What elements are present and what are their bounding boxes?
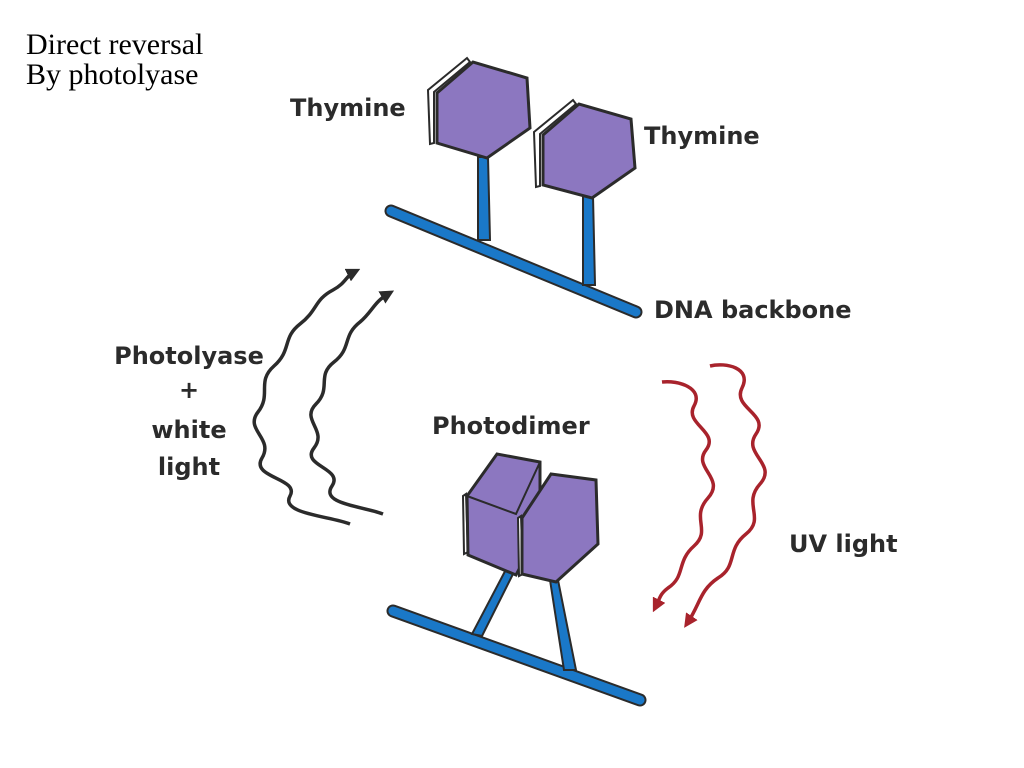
white-label: white: [151, 416, 226, 444]
thymine-right-label: Thymine: [644, 122, 760, 150]
dna-backbone-label: DNA backbone: [654, 296, 852, 324]
photodimer-group: Photodimer: [386, 412, 647, 707]
uv-light-label: UV light: [789, 530, 898, 558]
thymine-right-stalk: [582, 195, 597, 286]
top-dna-backbone-fill: [386, 206, 641, 317]
photodimer-left-ridge: [466, 461, 541, 516]
thymine-right-hexagon: [541, 102, 637, 200]
photodimer-right-base: [520, 472, 600, 584]
thymine-right-edge: [532, 98, 578, 189]
thymine-left-label: Thymine: [290, 94, 406, 122]
uv-light-wave-inner: [652, 379, 716, 613]
white-light-wave-outer: [252, 268, 361, 526]
white-light-wave-inner: [309, 290, 395, 516]
title-line-1: Direct reversal: [26, 28, 204, 61]
plus-label: +: [179, 376, 199, 404]
thymine-left-hexagon: [435, 60, 532, 160]
photolyase-label: Photolyase: [114, 342, 264, 370]
uv-light-arrows: UV light: [652, 363, 898, 628]
light-label: light: [158, 453, 220, 481]
thymine-left-stalk: [477, 156, 492, 241]
bottom-dna-backbone-fill: [388, 606, 645, 705]
slide-title: Direct reversal By photolyase: [26, 30, 203, 90]
white-light-arrows: Photolyase + white light: [114, 268, 395, 526]
thymine-left-edge: [426, 56, 472, 146]
uv-light-wave-outer: [684, 363, 767, 628]
photodimer-label: Photodimer: [432, 412, 590, 440]
photodimer-right-stalk: [548, 579, 578, 671]
normal-dna-group: Thymine Thymine DNA backbone: [290, 56, 852, 324]
title-line-2: By photolyase: [26, 58, 199, 91]
